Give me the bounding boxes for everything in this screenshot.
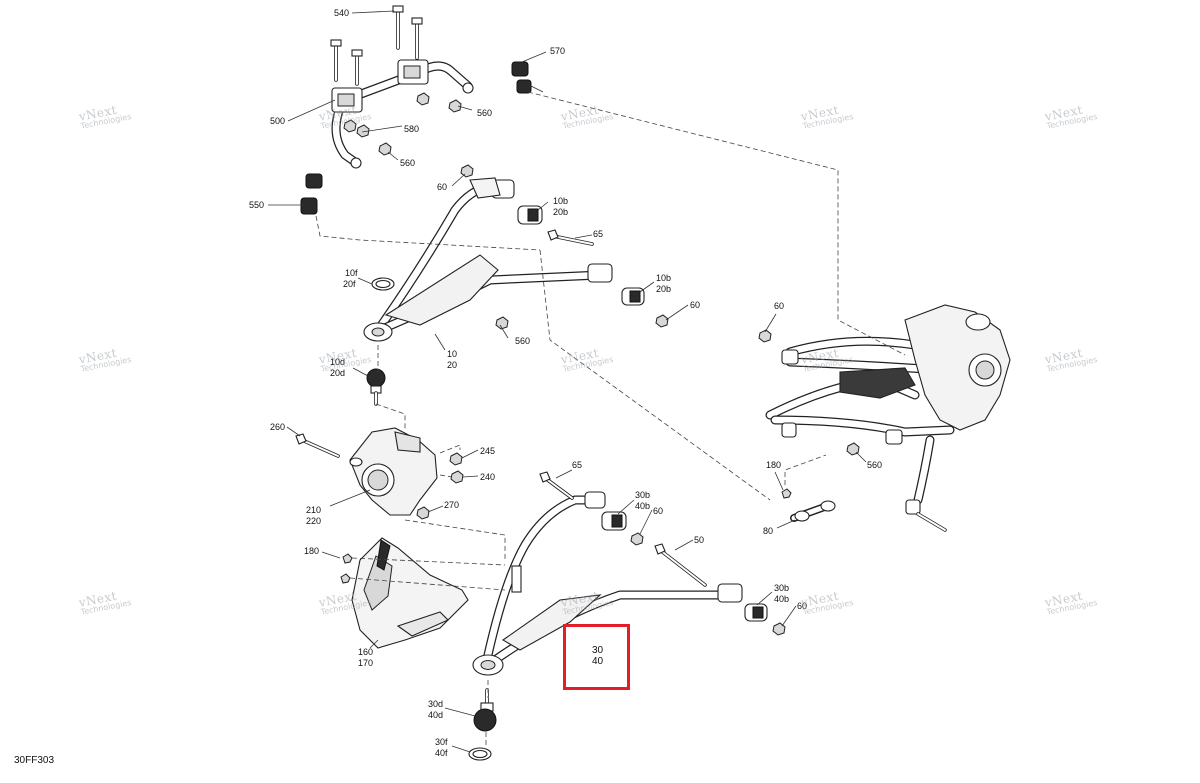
label-20f: 20f bbox=[343, 279, 356, 289]
label-20: 20 bbox=[447, 360, 458, 370]
label-220: 220 bbox=[306, 516, 322, 526]
label-580: 580 bbox=[404, 124, 420, 134]
label-550: 550 bbox=[249, 200, 265, 210]
label-65-a: 65 bbox=[593, 229, 604, 239]
label-20b-mid: 20b bbox=[656, 284, 672, 294]
stabilizer-bolts bbox=[330, 5, 423, 86]
upper-ball-joint bbox=[366, 277, 395, 406]
label-270: 270 bbox=[444, 500, 460, 510]
label-540: 540 bbox=[334, 8, 350, 18]
label-60-d: 60 bbox=[797, 601, 808, 611]
link-rod bbox=[781, 488, 836, 522]
steering-knuckle bbox=[349, 427, 438, 516]
label-65-b: 65 bbox=[572, 460, 583, 470]
lower-a-arm bbox=[472, 491, 743, 676]
highlight-box bbox=[563, 624, 630, 690]
label-60-e: 60 bbox=[774, 301, 785, 311]
label-30b-b: 30b bbox=[774, 583, 790, 593]
stabilizer-nuts bbox=[343, 92, 462, 156]
label-30d: 30d bbox=[428, 699, 444, 709]
label-40b-b: 40b bbox=[774, 594, 790, 604]
label-60-b: 60 bbox=[690, 300, 701, 310]
label-40-highlighted: 40 bbox=[592, 656, 604, 667]
label-240: 240 bbox=[480, 472, 496, 482]
label-560-c: 560 bbox=[515, 336, 531, 346]
stabilizer-link-left bbox=[300, 173, 323, 215]
label-40f: 40f bbox=[435, 748, 448, 758]
label-10d: 10d bbox=[330, 357, 346, 367]
label-80: 80 bbox=[763, 526, 774, 536]
assembled-suspension bbox=[758, 304, 1011, 532]
label-20d: 20d bbox=[330, 368, 346, 378]
label-560-a: 560 bbox=[477, 108, 493, 118]
label-20b-top: 20b bbox=[553, 207, 569, 217]
label-260: 260 bbox=[270, 422, 286, 432]
label-50: 50 bbox=[694, 535, 705, 545]
upper-arm-nuts bbox=[460, 164, 669, 330]
label-30-highlighted: 30 bbox=[592, 645, 604, 656]
label-180-b: 180 bbox=[766, 460, 782, 470]
label-30f: 30f bbox=[435, 737, 448, 747]
label-60-a: 60 bbox=[437, 182, 448, 192]
upper-arm-bolt-65 bbox=[547, 229, 594, 246]
lower-arm-bushings bbox=[601, 511, 768, 622]
upper-arm-bushings bbox=[517, 205, 645, 306]
upper-a-arm bbox=[363, 177, 613, 342]
leader-lines bbox=[268, 10, 867, 753]
stabilizer-bushing-clamps bbox=[331, 59, 429, 113]
label-560-d: 560 bbox=[867, 460, 883, 470]
label-10b-mid: 10b bbox=[656, 273, 672, 283]
lower-arm-bolts bbox=[539, 471, 707, 587]
label-180-a: 180 bbox=[304, 546, 320, 556]
lower-ball-joint bbox=[468, 688, 497, 761]
guard-plate bbox=[340, 537, 469, 649]
label-245: 245 bbox=[480, 446, 496, 456]
label-10f: 10f bbox=[345, 268, 358, 278]
label-560-b: 560 bbox=[400, 158, 416, 168]
label-10b-top: 10b bbox=[553, 196, 569, 206]
label-10: 10 bbox=[447, 349, 458, 359]
label-30b-a: 30b bbox=[635, 490, 651, 500]
label-40d: 40d bbox=[428, 710, 444, 720]
label-60-c: 60 bbox=[653, 506, 664, 516]
knuckle-bolt-260 bbox=[295, 433, 340, 458]
label-570: 570 bbox=[550, 46, 566, 56]
label-500: 500 bbox=[270, 116, 286, 126]
label-170: 170 bbox=[358, 658, 374, 668]
label-210: 210 bbox=[306, 505, 322, 515]
knuckle-nuts bbox=[416, 452, 464, 520]
stabilizer-link-top bbox=[511, 61, 544, 94]
figure-code: 30FF303 bbox=[14, 755, 55, 766]
label-40b-a: 40b bbox=[635, 501, 651, 511]
label-160: 160 bbox=[358, 647, 374, 657]
assembly-dashed-lines bbox=[315, 91, 906, 746]
